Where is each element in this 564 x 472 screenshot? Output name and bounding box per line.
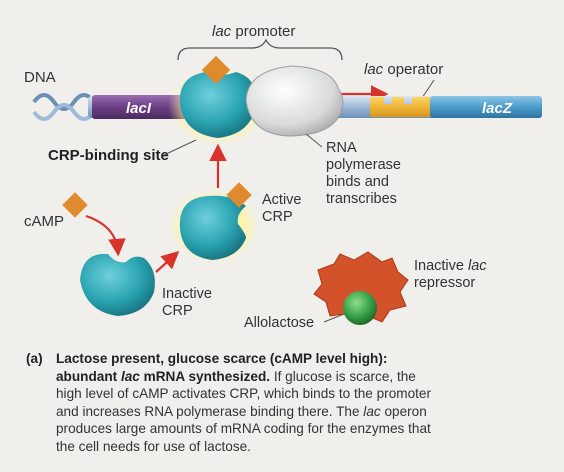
lac-operator-label: lac operator (364, 61, 443, 78)
caption-lead-2a: abundant (56, 368, 121, 384)
activation-arrow (155, 251, 180, 273)
figure-caption: (a) Lactose present, glucose scarce (cAMP… (26, 350, 554, 455)
caption-line-6: the cell needs for use of lactose. (56, 438, 251, 454)
dna-helix-end (32, 93, 96, 121)
allolactose-molecule (343, 291, 377, 325)
lac-operon-diagram: lac promoter lac operator DNA lacI lacZ … (24, 23, 542, 331)
crp-binding-site-label: CRP-binding site (48, 147, 169, 164)
caption-line-1: (a) Lactose present, glucose scarce (cAMP… (26, 350, 554, 368)
caption-body-1: If glucose is scarce, the (270, 368, 416, 384)
free-camp (62, 192, 88, 218)
lac-promoter-label: lac promoter (212, 23, 295, 40)
inactive-repressor-label: Inactive lac repressor (414, 258, 491, 291)
camp-binding-arrow (85, 214, 126, 257)
rna-polymerase-leader (305, 133, 323, 148)
dna-label: DNA (24, 69, 56, 86)
allolactose-label: Allolactose (244, 315, 314, 331)
caption-line-4a: and increases RNA polymerase binding the… (56, 403, 364, 419)
lac-operator-segment (370, 97, 430, 117)
inactive-crp (80, 253, 155, 316)
allolactose-leader (323, 313, 345, 323)
lacZ-label: lacZ (482, 100, 513, 117)
caption-tag: (a) (26, 351, 43, 366)
inactive-repressor (313, 251, 409, 325)
caption-line-4: and increases RNA polymerase binding the… (26, 403, 554, 421)
lacI-gene (92, 95, 186, 119)
caption-lead: Lactose present, glucose scarce (cAMP le… (56, 351, 388, 366)
caption-line-4b: lac (363, 403, 381, 419)
lacI-label: lacI (126, 100, 152, 117)
caption-line-3: high level of cAMP activates CRP, which … (56, 386, 432, 401)
promoter-brace (177, 38, 343, 61)
rna-polymerase (245, 65, 344, 137)
camp-label: cAMP (24, 213, 64, 230)
active-crp (179, 195, 246, 260)
caption-line-4c: operon (380, 403, 427, 419)
bound-crp (179, 72, 257, 138)
active-crp-label: Active CRP (262, 192, 306, 225)
rna-polymerase-text: RNA polymerase binds and transcribes (326, 140, 405, 207)
crp-binding-site-leader (163, 139, 197, 156)
lacZ-gene (430, 96, 542, 118)
caption-lead-2b: lac (120, 368, 140, 384)
caption-line-5: produces large amounts of mRNA coding fo… (56, 421, 431, 436)
caption-lead-2c: mRNA synthesized. (139, 368, 271, 384)
caption-line-2: abundant lac mRNA synthesized. If glucos… (26, 368, 554, 386)
inactive-crp-label: Inactive CRP (162, 286, 216, 319)
